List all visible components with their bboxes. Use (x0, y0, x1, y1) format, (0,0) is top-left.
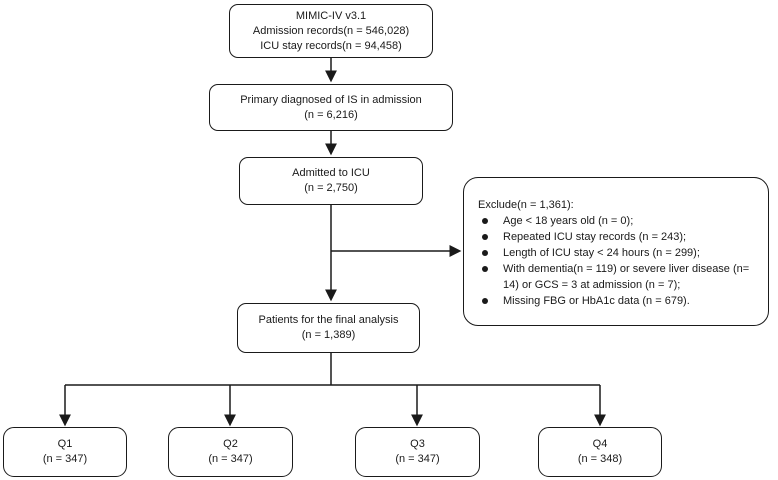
node-text-line: Q2 (223, 438, 238, 450)
exclusion-item: Age < 18 years old (n = 0); (478, 213, 633, 229)
exclusions-title: Exclude(n = 1,361): (478, 199, 574, 211)
node-text-line: ICU stay records(n = 94,458) (260, 39, 402, 52)
node-text-line: Q3 (410, 438, 425, 450)
exclusion-item-text: Length of ICU stay < 24 hours (n = 299); (503, 247, 700, 259)
node-final-analysis: Patients for the final analysis (n = 1,3… (237, 303, 420, 353)
exclusion-item-text: With dementia(n = 119) or severe liver d… (503, 263, 750, 291)
node-quartile-q1: Q1 (n = 347) (3, 427, 127, 477)
bullet-icon (482, 234, 488, 240)
node-text-line: (n = 347) (42, 453, 88, 465)
node-text-line: (n = 6,216) (304, 108, 358, 121)
exclusion-item: With dementia(n = 119) or severe liver d… (478, 261, 756, 293)
node-quartile-q3: Q3 (n = 347) (355, 427, 480, 477)
node-quartile-q4: Q4 (n = 348) (538, 427, 662, 477)
bullet-icon (482, 250, 488, 256)
node-admitted-icu: Admitted to ICU (n = 2,750) (239, 157, 423, 205)
exclusion-item: Missing FBG or HbA1c data (n = 679). (478, 293, 690, 309)
exclusion-item-text: Repeated ICU stay records (n = 243); (503, 231, 687, 243)
bullet-icon (482, 298, 488, 304)
node-primary-diagnosis: Primary diagnosed of IS in admission (n … (209, 84, 453, 131)
node-quartile-q2: Q2 (n = 347) (168, 427, 293, 477)
node-exclusions: Exclude(n = 1,361): Age < 18 years old (… (463, 177, 769, 326)
node-text-line: Primary diagnosed of IS in admission (240, 93, 422, 106)
node-mimic-source: MIMIC-IV v3.1 Admission records(n = 546,… (229, 4, 433, 58)
node-text-line: (n = 348) (577, 453, 623, 465)
node-text-line: (n = 2,750) (304, 182, 358, 194)
node-text-line: (n = 347) (208, 453, 253, 465)
node-text-line: Admission records(n = 546,028) (252, 24, 410, 37)
node-text-line: Admitted to ICU (292, 167, 370, 179)
exclusion-item-text: Age < 18 years old (n = 0); (503, 215, 634, 227)
exclusion-item-text: Missing FBG or HbA1c data (n = 679). (503, 295, 690, 307)
node-text-line: Q1 (57, 438, 73, 450)
node-text-line: Q4 (592, 438, 608, 450)
node-text-line: Patients for the final analysis (258, 314, 399, 326)
node-text-line: (n = 347) (395, 453, 440, 465)
bullet-icon (482, 218, 488, 224)
node-text-line: MIMIC-IV v3.1 (295, 9, 367, 22)
exclusion-item: Length of ICU stay < 24 hours (n = 299); (478, 245, 700, 261)
bullet-icon (482, 266, 488, 272)
node-text-line: (n = 1,389) (301, 329, 356, 341)
exclusion-item: Repeated ICU stay records (n = 243); (478, 229, 686, 245)
